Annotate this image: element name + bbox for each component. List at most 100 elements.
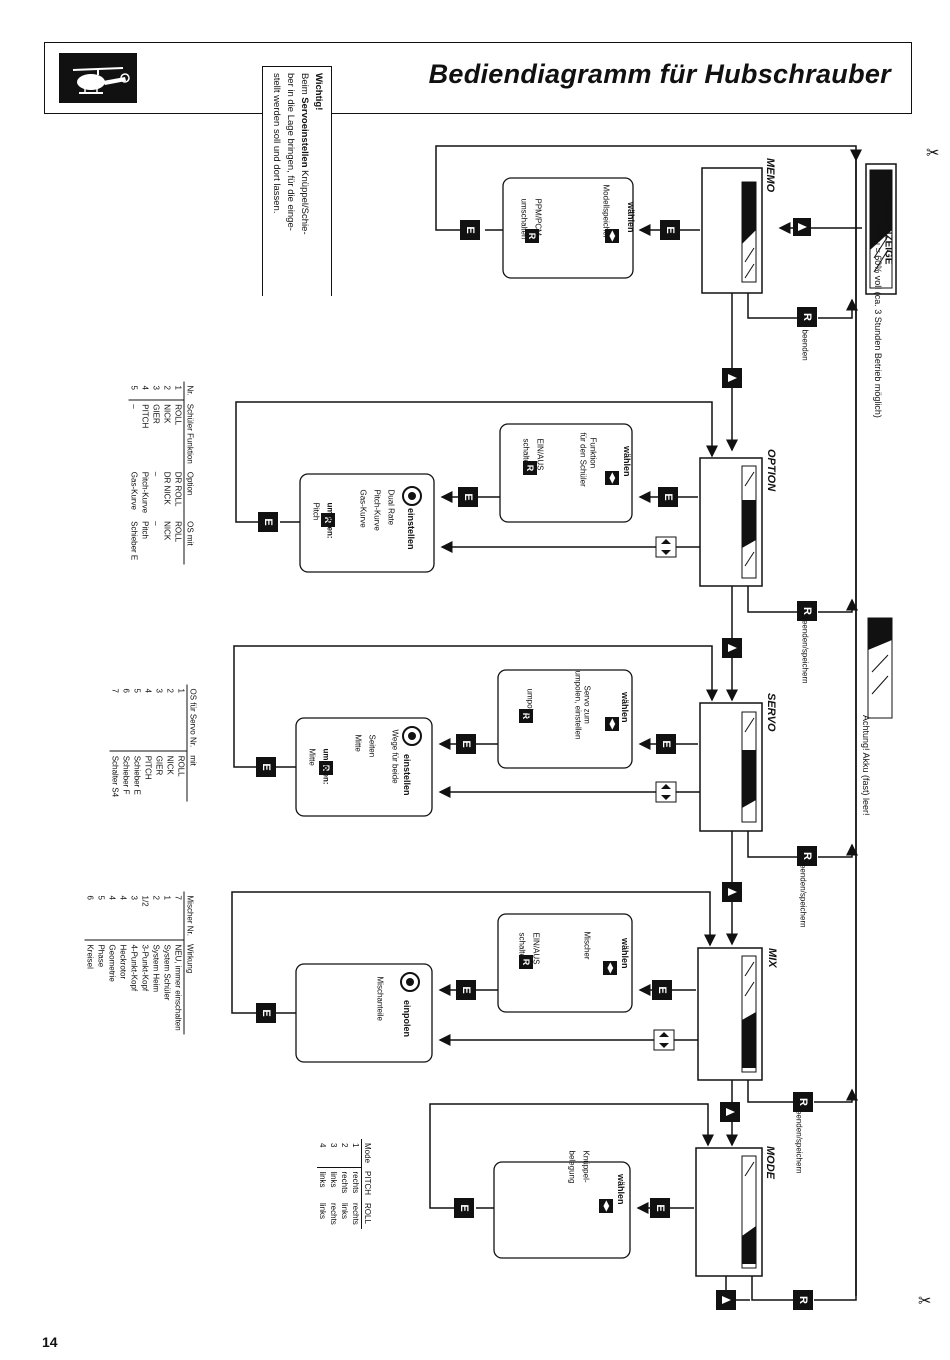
servo-select-sub2: umpolen, einstellen bbox=[573, 670, 583, 740]
memo-select-sub: Modellspeicher bbox=[601, 184, 611, 239]
servo-adjust-l3: Mitte bbox=[353, 734, 363, 752]
down-arrow-key-icon bbox=[726, 1108, 735, 1116]
servo-select-label: wählen bbox=[620, 692, 630, 723]
option-table-cell: PITCH bbox=[140, 404, 150, 429]
mode-table-cell: rechts bbox=[340, 1171, 349, 1194]
mode-select-box bbox=[493, 1161, 631, 1259]
servo-table-header: OS für Servo Nr. bbox=[187, 684, 199, 752]
option-adjust-title: einstellen bbox=[406, 508, 416, 550]
option-table-cell: DR NICK bbox=[162, 471, 172, 505]
servo-table-cell: Schieber E bbox=[132, 755, 142, 795]
memo-label: MEMO bbox=[764, 158, 776, 193]
mix-table-cell: 6 bbox=[84, 891, 96, 940]
option-table-cell: Gas-Kurve bbox=[129, 471, 139, 510]
scissors-icon: ✂ bbox=[926, 145, 939, 162]
servo-table-cell: ROLL bbox=[176, 755, 186, 777]
select-key-label: ◀▶ bbox=[609, 230, 616, 242]
servo-table-cell: NICK bbox=[165, 755, 175, 775]
select-key-icon bbox=[599, 1199, 613, 1213]
servo-table-cell: 5 bbox=[131, 684, 143, 752]
option-select-sub2: für den Schüler bbox=[578, 432, 588, 487]
betriebsanzeige-label: BETRIEBSANZEIGE bbox=[882, 169, 894, 265]
mode-table-cell: 1 bbox=[350, 1139, 362, 1168]
option-table-cell: ROLL bbox=[173, 404, 183, 426]
mode-table-cell: links bbox=[329, 1171, 338, 1188]
option-end-label: beenden/speichern bbox=[800, 615, 810, 684]
scissors-icon: ✂ bbox=[918, 1293, 931, 1310]
return-key-label: R bbox=[521, 959, 531, 966]
return-key-icon bbox=[319, 761, 333, 775]
mode-table-cell: 3 bbox=[328, 1139, 339, 1168]
return-key-icon bbox=[321, 513, 335, 527]
option-select-label: wählen bbox=[622, 446, 632, 477]
mix-select-box bbox=[497, 913, 633, 1013]
dial-knob-center-icon bbox=[408, 492, 416, 500]
option-section bbox=[235, 401, 858, 702]
enter-key-label: E bbox=[460, 740, 472, 747]
mode-table-cell: rechts bbox=[351, 1203, 360, 1225]
servo-r-text: umpolen bbox=[525, 688, 535, 720]
option-table-header: Option bbox=[184, 467, 196, 518]
important-line1c: Knüppel/Schie- bbox=[299, 167, 310, 235]
down-arrow-key-icon bbox=[728, 644, 737, 652]
select-key-icon bbox=[605, 471, 619, 485]
akku-note: Akku = 60% voll (ca. 3 Stunden Betrieb m… bbox=[873, 225, 883, 418]
important-line2: ber in die Lage bringen, für die einge- bbox=[285, 73, 296, 231]
mix-table-cell: NEU, immer einschalten bbox=[173, 944, 183, 1031]
mode-table-cell: rechts bbox=[351, 1171, 360, 1194]
important-line1a: Beim bbox=[299, 73, 310, 98]
servo-end-label: beenden/speichern bbox=[798, 859, 808, 928]
battery-indicator bbox=[869, 169, 893, 289]
option-table-cell: 5 bbox=[128, 381, 140, 400]
servo-table-cell: 4 bbox=[142, 684, 154, 752]
enter-key-label: E bbox=[660, 740, 672, 747]
mix-select-sub: Mischer bbox=[582, 931, 592, 960]
mix-r-text: EIN/AUS bbox=[531, 932, 541, 965]
option-table-cell: NICK bbox=[162, 404, 172, 424]
option-select-box bbox=[499, 423, 633, 523]
option-adjust-l2: Pitch-Kurve bbox=[372, 489, 382, 531]
mix-r-sub: schalten bbox=[517, 932, 527, 963]
servo-table-cell: GIER bbox=[154, 755, 164, 776]
enter-key-label: E bbox=[460, 986, 472, 993]
select-key-icon bbox=[605, 717, 619, 731]
option-adjust-l1: Dual Rate bbox=[386, 489, 396, 526]
servo-table-cell: 1 bbox=[175, 684, 187, 752]
mode-table-header: PITCH bbox=[361, 1167, 373, 1200]
mode-select-label: wählen bbox=[616, 1174, 626, 1205]
down-arrow-key-icon bbox=[722, 1296, 731, 1304]
servo-adjust-r: umpolen: bbox=[321, 748, 331, 785]
mix-adjust-title: einpolen bbox=[402, 1000, 412, 1038]
option-updown-key bbox=[655, 536, 677, 558]
important-note: Wichtig! Beim Servoeinstellen Knüppel/Sc… bbox=[262, 66, 332, 296]
mode-select-sub2: belegung bbox=[567, 1150, 577, 1184]
servo-adjust-r2: Mitte bbox=[307, 748, 317, 766]
servo-table-header: mit bbox=[187, 751, 199, 802]
return-key-label: R bbox=[321, 765, 331, 772]
mix-table-cell: 2 bbox=[150, 891, 162, 940]
return-key-icon bbox=[519, 709, 533, 723]
servo-select-sub1: Servo zum bbox=[582, 685, 592, 724]
enter-key-label: E bbox=[654, 1204, 666, 1211]
betriebsanzeige-display bbox=[865, 163, 897, 295]
servo-updown-key bbox=[655, 781, 677, 803]
mix-table-cell: 5 bbox=[95, 891, 107, 940]
option-table-cell: ROLL bbox=[173, 521, 183, 543]
mix-table-cell: Heckrotor bbox=[118, 944, 128, 980]
servo-table-cell: Schalter S4 bbox=[110, 755, 120, 798]
